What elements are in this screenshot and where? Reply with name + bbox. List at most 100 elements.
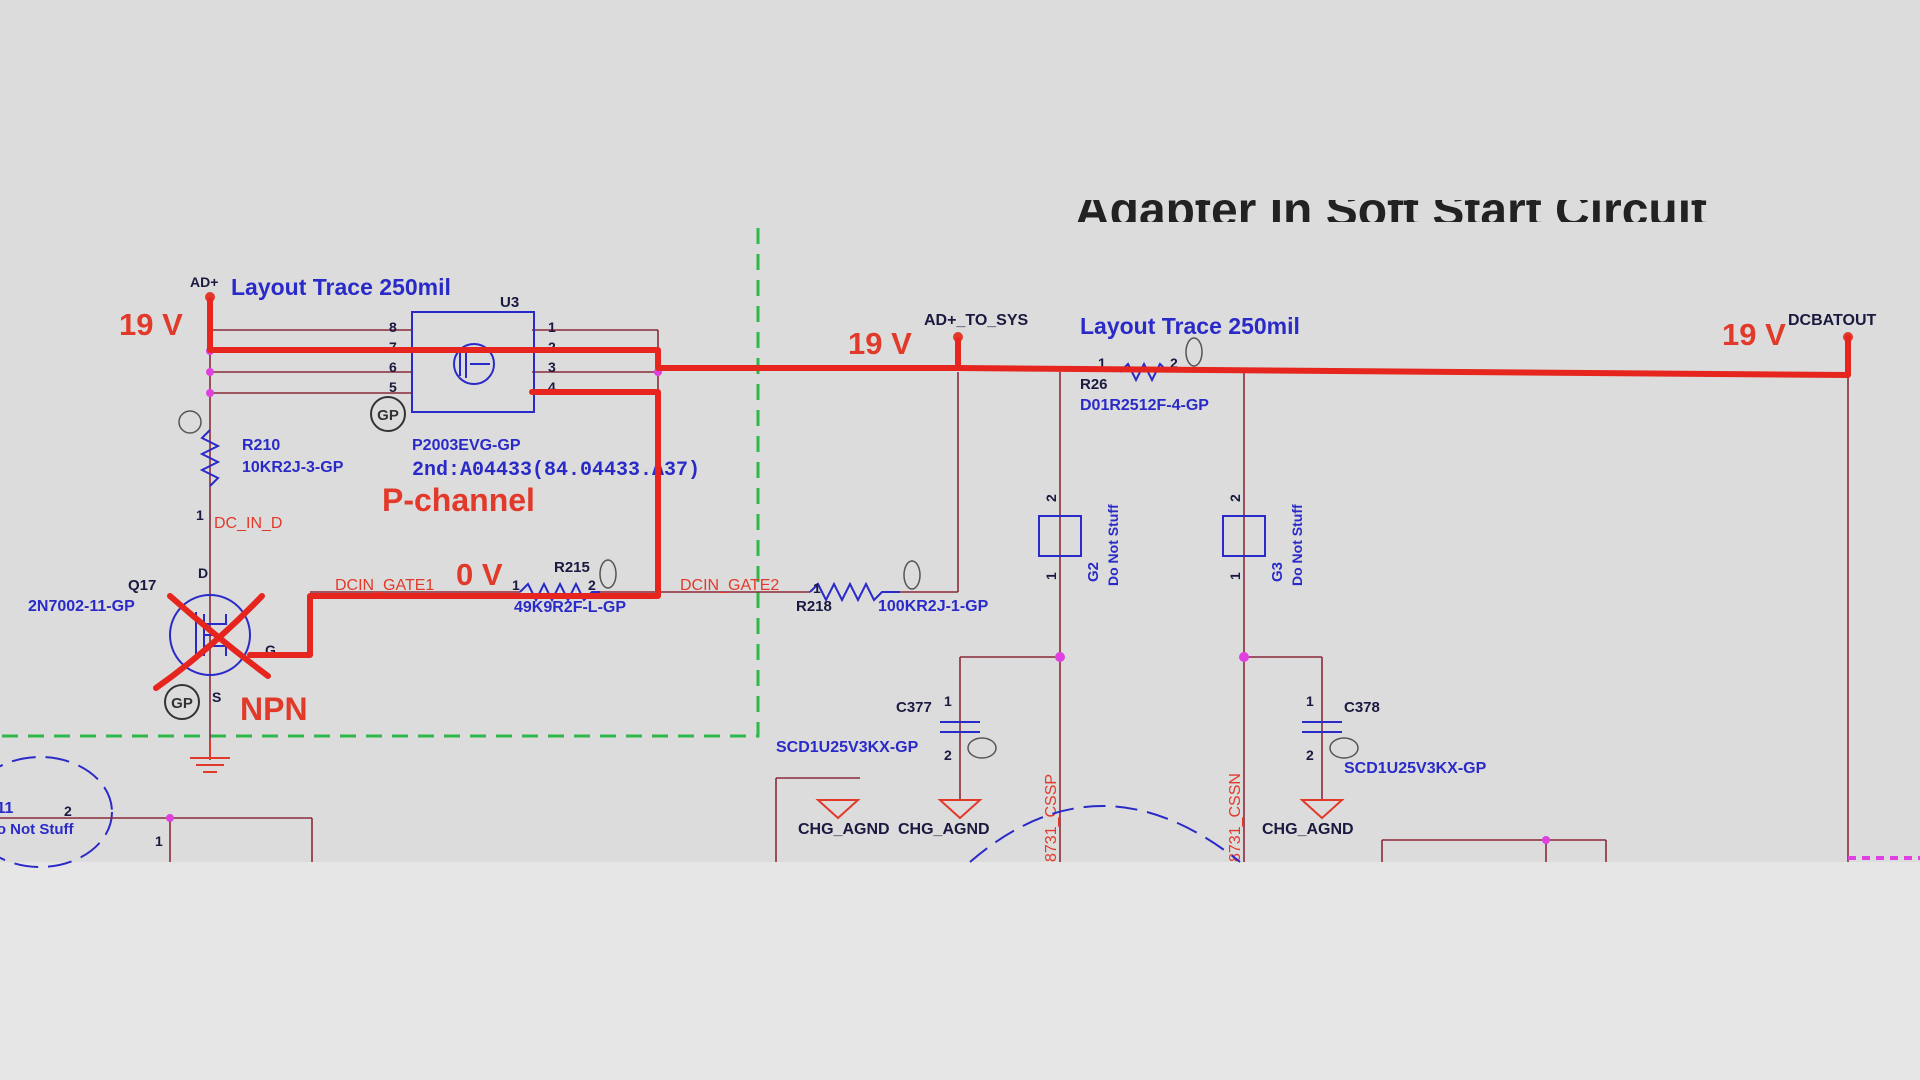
u3-pin-3: 3 [548, 359, 556, 375]
r218-ref: R218 [796, 598, 832, 615]
c378-value: SCD1U25V3KX-GP [1344, 760, 1487, 777]
chg-agnd-2-label: CHG_AGND [898, 821, 990, 838]
c377-pin2: 2 [944, 747, 952, 763]
r215-pin1: 1 [512, 577, 520, 593]
c378-pin1: 1 [1306, 693, 1314, 709]
ground-symbol-q17 [190, 740, 230, 773]
ad-to-sys-label: AD+_TO_SYS [924, 312, 1029, 329]
c378-ref: C378 [1344, 699, 1380, 716]
dcin-gate1-label: DCIN_GATE1 [335, 577, 434, 594]
chg-agnd-3-label: CHG_AGND [1262, 821, 1354, 838]
u3-pin-1: 1 [548, 319, 556, 335]
u3-mosfet: U3 8 7 6 5 1 2 3 4 P2003EVG-GP 2nd:A0443… [389, 294, 700, 482]
bottom-right-wires [1381, 839, 1607, 862]
g3-note: Do Not Stuff [1289, 504, 1305, 586]
q17-transistor: Q17 2N7002-11-GP D G S [28, 565, 276, 705]
sheet-title: Adapter In Soft Start Circuit [1075, 184, 1707, 237]
r218-resistor: R218 100KR2J-1-GP 1 [796, 560, 989, 615]
r215-value: 49K9R2F-L-GP [514, 599, 626, 616]
r211-pin2: 2 [64, 803, 72, 819]
cs-wires [775, 372, 1849, 862]
voltage-label-left: 19 V [119, 307, 183, 342]
red-highlight-traces [207, 297, 1851, 658]
gate-wires [250, 372, 959, 656]
c378-pin2: 2 [1306, 747, 1314, 763]
chg-agnd-2: CHG_AGND [898, 799, 990, 838]
bottom-left-wires [0, 817, 313, 862]
g2-pin2: 2 [1043, 494, 1059, 502]
r215-ref: R215 [554, 559, 590, 576]
r211-note: Do Not Stuff [0, 821, 74, 838]
u3-alt-part: 2nd:A04433(84.04433.A37) [412, 459, 700, 482]
r211-pin1: 1 [155, 833, 163, 849]
voltage-label-mid: 19 V [848, 326, 912, 361]
cssp-label: 8731_CSSP [1043, 774, 1060, 862]
g3-pin2: 2 [1227, 494, 1243, 502]
ad-plus-net: AD+ [190, 274, 218, 302]
q17-pin-s: S [212, 689, 221, 705]
q17-pin-g: G [265, 642, 276, 658]
r215-pin2: 2 [588, 577, 596, 593]
r211-ref: R211 [0, 800, 13, 817]
r26-value: D01R2512F-4-GP [1080, 397, 1209, 414]
q17-pin-d: D [198, 565, 208, 581]
voltage-label-gate: 0 V [456, 557, 503, 592]
r211-resistor: R211 Do Not Stuff 2 1 [0, 756, 163, 868]
block-boundary [0, 228, 760, 738]
dcbatout-net: DCBATOUT [1788, 312, 1877, 342]
g2-pin1: 1 [1043, 572, 1059, 580]
u3-part: P2003EVG-GP [412, 437, 521, 454]
g2-ref: G2 [1085, 562, 1102, 582]
gp-badge-u3: GP [370, 396, 406, 432]
r26-resistor: R26 D01R2512F-4-GP 1 2 [1080, 337, 1209, 414]
blue-arc-bottom [969, 805, 1241, 863]
g3-jumper: 2 1 G3 Do Not Stuff [1222, 494, 1305, 586]
npn-annotation: NPN [240, 691, 308, 727]
ad-plus-label: AD+ [190, 274, 218, 290]
g3-pin1: 1 [1227, 572, 1243, 580]
dcbatout-label: DCBATOUT [1788, 312, 1877, 329]
bottom-junction [1542, 836, 1550, 844]
ad-to-sys-net: AD+_TO_SYS [924, 312, 1029, 342]
r26-ref: R26 [1080, 376, 1108, 393]
u3-ref: U3 [500, 294, 519, 311]
r210-value: 10KR2J-3-GP [242, 459, 344, 476]
bottom-left-junction [166, 814, 174, 822]
pchannel-annotation: P-channel [382, 482, 535, 518]
chg-agnd-3: CHG_AGND [1262, 799, 1354, 838]
q17-part: 2N7002-11-GP [28, 598, 135, 615]
chg-agnd-1: CHG_AGND [798, 799, 890, 838]
layout-trace-note-1: Layout Trace 250mil [231, 274, 451, 300]
r218-value: 100KR2J-1-GP [878, 598, 989, 615]
layout-trace-note-2: Layout Trace 250mil [1080, 313, 1300, 339]
u3-pin-5: 5 [389, 379, 397, 395]
r210-pin1: 1 [196, 507, 204, 523]
r210-resistor: R210 10KR2J-3-GP 1 [178, 410, 344, 523]
r218-pin1: 1 [813, 580, 821, 596]
r26-pin1: 1 [1098, 355, 1106, 371]
c377-ref: C377 [896, 699, 932, 716]
u3-pin-8: 8 [389, 319, 397, 335]
r210-ref: R210 [242, 437, 280, 454]
lower-band [0, 862, 1920, 1080]
gp-badge-q17: GP [164, 684, 200, 720]
g2-note: Do Not Stuff [1105, 504, 1121, 586]
q17-strike-out [153, 593, 271, 691]
dc-in-d-label: DC_IN_D [214, 515, 282, 532]
u3-pin-6: 6 [389, 359, 397, 375]
c377-value: SCD1U25V3KX-GP [776, 739, 919, 756]
r215-resistor: R215 49K9R2F-L-GP 1 2 [512, 559, 626, 616]
cs-junctions [1055, 652, 1249, 662]
dcin-gate2-label: DCIN_GATE2 [680, 577, 779, 594]
r26-pin2: 2 [1170, 355, 1178, 371]
u3-pin-4: 4 [548, 379, 556, 395]
c378-capacitor: C378 SCD1U25V3KX-GP 1 2 [1302, 693, 1487, 777]
q17-ref: Q17 [128, 577, 156, 594]
g2-jumper: 2 1 G2 Do Not Stuff [1038, 494, 1121, 586]
chg-agnd-1-label: CHG_AGND [798, 821, 890, 838]
svg-text:GP: GP [377, 407, 399, 424]
c377-capacitor: C377 SCD1U25V3KX-GP 1 2 [776, 693, 997, 763]
c377-pin1: 1 [944, 693, 952, 709]
voltage-label-right: 19 V [1722, 317, 1786, 352]
